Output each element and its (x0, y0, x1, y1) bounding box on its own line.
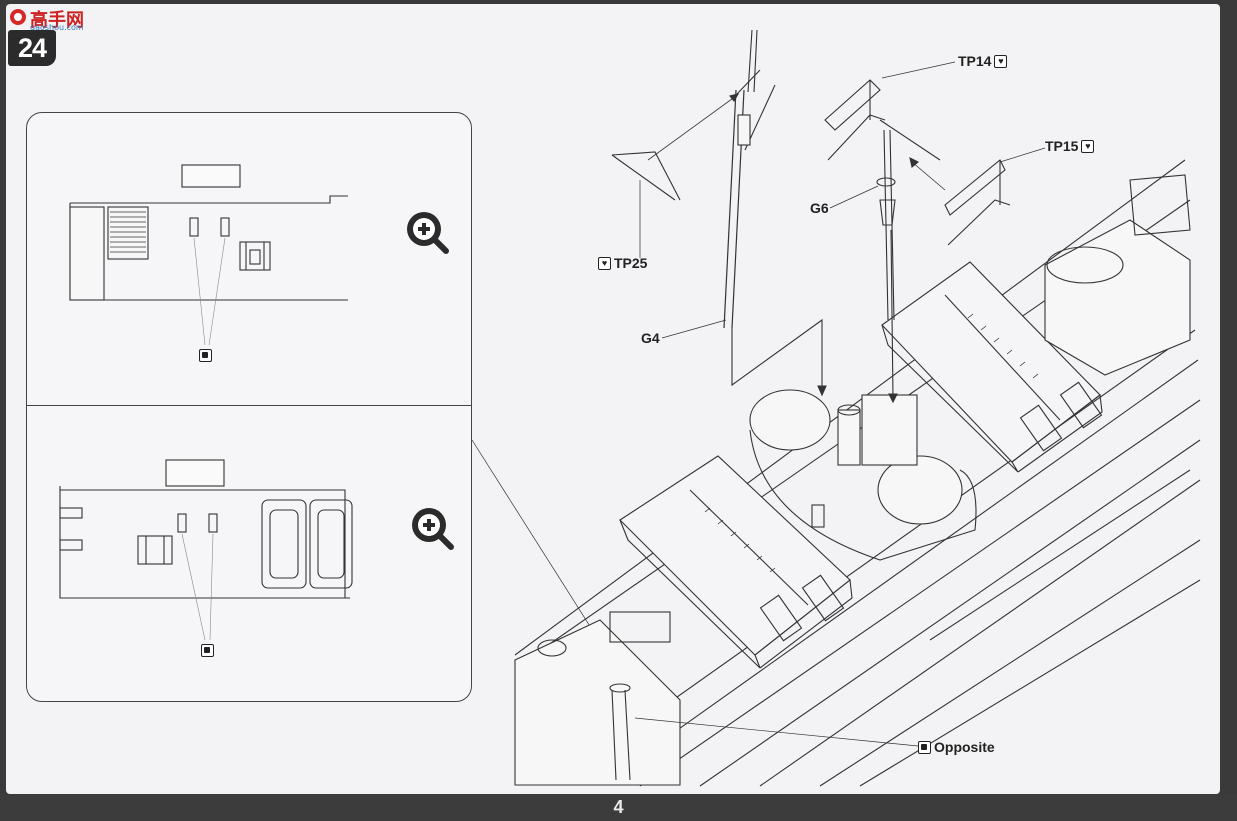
upper-detail-drawing (69, 164, 348, 346)
forward-superstructure (514, 611, 681, 786)
photo-etch-icon: ♥ (1081, 139, 1095, 153)
part-symbol-icon (199, 349, 212, 362)
callout-g4: G4 (641, 330, 660, 346)
rear-missile-launcher (881, 261, 1103, 473)
part-symbol-icon (201, 644, 214, 657)
callout-tp14: TP14 ♥ (958, 53, 1008, 69)
callout-tp25-label: TP25 (614, 255, 648, 271)
watermark-text: 高手网 (30, 10, 84, 31)
callout-opposite: Opposite (918, 739, 995, 755)
callout-tp15: TP15 ♥ (1045, 138, 1095, 154)
zoom-in-icon (407, 212, 449, 254)
watermark-logo: 高手网 gaoshou.com (8, 6, 84, 32)
photo-etch-icon: ♥ (994, 54, 1008, 68)
front-missile-launcher (619, 455, 853, 669)
page-footer-bar (0, 794, 1237, 821)
callout-g6-label: G6 (810, 200, 829, 216)
callout-opposite-label: Opposite (934, 739, 995, 755)
radar-mast (824, 61, 1046, 404)
callout-tp15-label: TP15 (1045, 138, 1079, 154)
step-number-badge: 24 (8, 30, 56, 66)
callout-g4-label: G4 (641, 330, 660, 346)
panel-divider (27, 405, 471, 406)
lower-detail-drawing (59, 459, 353, 641)
zoom-in-icon (412, 508, 454, 550)
tp25-part (611, 93, 740, 201)
callout-g6: G6 (810, 200, 829, 216)
callout-tp25: ♥ TP25 (598, 255, 647, 271)
central-deckhouse (749, 389, 977, 561)
rear-superstructure (1044, 174, 1191, 376)
main-mast (723, 29, 827, 397)
callout-tp14-label: TP14 (958, 53, 992, 69)
page-number: 4 (613, 797, 624, 817)
photo-etch-icon: ♥ (598, 256, 611, 270)
watermark-subtext: gaoshou.com (30, 23, 84, 32)
part-symbol-icon (918, 740, 931, 754)
watermark-emblem-icon (10, 9, 26, 25)
